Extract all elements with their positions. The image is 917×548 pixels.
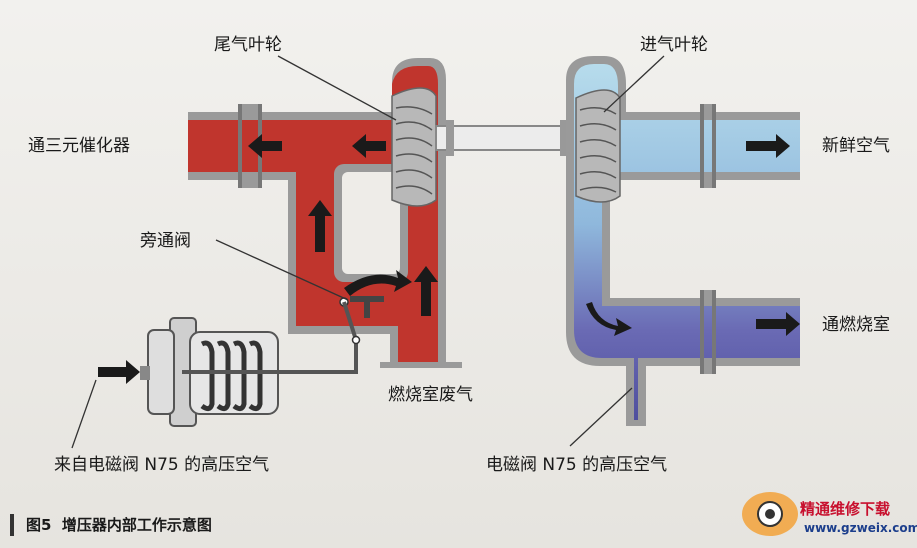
watermark: 精通维修下载 www.gzweix.com <box>742 492 917 536</box>
compressor-wheel <box>575 89 621 203</box>
intake-flange <box>712 104 716 188</box>
exhaust-flange <box>238 104 242 188</box>
arrow-icon <box>586 302 632 336</box>
intake-air <box>574 64 800 420</box>
arrow-icon <box>352 134 386 158</box>
shaft-bearing <box>446 120 454 156</box>
compressor-blades <box>579 107 617 193</box>
figure-caption: 图5 增压器内部工作示意图 <box>26 516 212 534</box>
leader-line <box>603 55 665 113</box>
turbine-wheel <box>391 87 437 207</box>
shaft <box>435 120 579 156</box>
label-high-pressure-air-from-n75: 来自电磁阀 N75 的高压空气 <box>54 455 269 475</box>
shaft-bar <box>435 125 579 151</box>
actuator-port <box>140 366 150 380</box>
watermark-text: 精通维修下载 <box>800 500 890 518</box>
leader-line <box>569 387 633 447</box>
intake-flange <box>700 104 704 188</box>
outlet-flange <box>700 290 704 374</box>
actuator-rod <box>182 370 358 374</box>
caption-marker <box>10 514 14 536</box>
actuator-housing <box>147 329 175 415</box>
label-exhaust-impeller: 尾气叶轮 <box>214 35 282 55</box>
leader-line <box>277 55 397 121</box>
label-to-catalytic-converter: 通三元催化器 <box>28 136 130 156</box>
label-combustion-exhaust: 燃烧室废气 <box>388 385 473 405</box>
leader-line <box>71 379 97 449</box>
linkage-pivot <box>351 335 361 345</box>
label-high-pressure-air-n75: 电磁阀 N75 的高压空气 <box>486 455 667 475</box>
outlet-flange <box>712 290 716 374</box>
flow-arrows <box>98 134 800 384</box>
intake-housing <box>566 56 800 426</box>
leader-line <box>215 239 349 301</box>
label-bypass-valve: 旁通阀 <box>140 231 191 251</box>
label-intake-impeller: 进气叶轮 <box>640 35 708 55</box>
exhaust-inner-space <box>342 172 400 274</box>
actuator-spring <box>200 340 263 412</box>
turbine-blades <box>395 106 433 195</box>
arrow-icon <box>344 270 412 296</box>
label-to-combustion-chamber: 通燃烧室 <box>822 315 890 335</box>
arrow-icon <box>308 200 332 252</box>
arrow-icon <box>98 360 140 384</box>
valve-stem <box>364 296 370 318</box>
leader-lines <box>71 55 665 449</box>
label-fresh-air: 新鲜空气 <box>822 136 890 156</box>
arrow-icon <box>746 134 790 158</box>
bypass-valve <box>339 296 384 374</box>
wastegate-actuator <box>140 317 358 427</box>
shaft-bearing <box>560 120 568 156</box>
arrow-icon <box>756 312 800 336</box>
gear-logo-hub <box>765 509 775 519</box>
arrow-icon <box>414 266 438 316</box>
watermark-url: www.gzweix.com <box>804 521 917 535</box>
arrow-icon <box>248 134 282 158</box>
